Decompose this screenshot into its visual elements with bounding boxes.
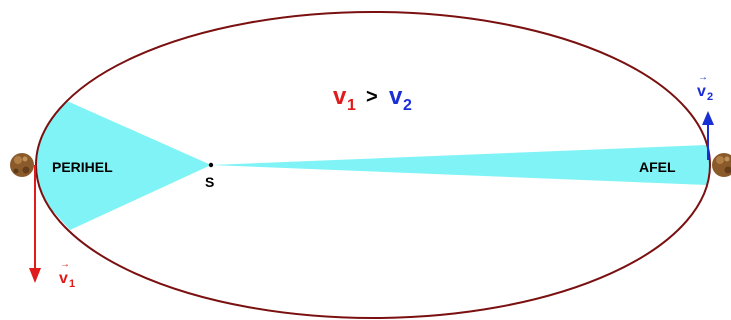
sun-dot-icon (208, 162, 214, 168)
perihelion-sector (36, 101, 211, 230)
v2-vector-subscript: 2 (707, 91, 713, 103)
aphelion-sector (211, 145, 710, 185)
relation-v1-symbol: v (333, 83, 347, 110)
planet-left-icon (10, 153, 34, 177)
aphelion-label: AFEL (639, 159, 676, 175)
sun-label: S (205, 174, 214, 190)
v1-vector-subscript: 1 (69, 278, 75, 290)
relation-v1-subscript: 1 (347, 97, 356, 114)
relation-v2-symbol: v (389, 83, 403, 110)
relation-symbol: > (366, 86, 378, 108)
v1-vector-arrow-glyph: → (60, 259, 70, 270)
v2-arrow (702, 111, 714, 160)
v2-vector-symbol: v (697, 83, 706, 100)
v1-arrow (29, 165, 41, 283)
relation-v2-subscript: 2 (403, 97, 412, 114)
perihelion-label: PERIHEL (52, 159, 113, 175)
planet-right-icon (712, 153, 731, 177)
v2-vector-arrow-glyph: → (698, 72, 708, 83)
v1-vector-symbol: v (59, 270, 68, 287)
